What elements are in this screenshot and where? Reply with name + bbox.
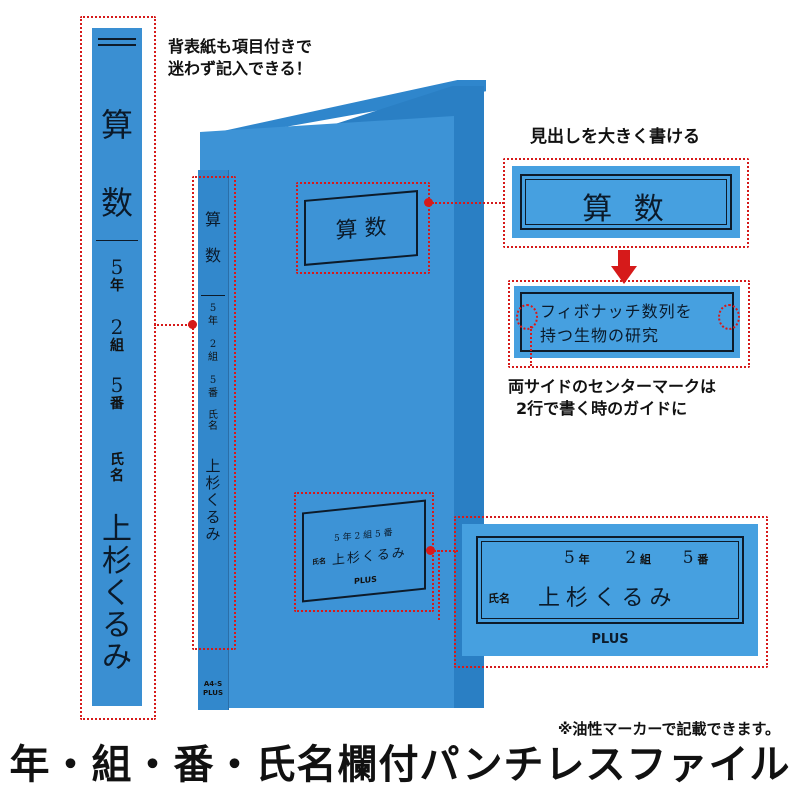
label-zoom: 5 年 2 組 5 番 氏名 上杉くるみ PLUS — [462, 524, 758, 656]
label-zoom-brand: PLUS — [591, 632, 629, 647]
label-connector-line-2 — [438, 550, 464, 620]
folder-spine-divider — [201, 295, 225, 296]
label-zoom-plate: 5 年 2 組 5 番 氏名 上杉くるみ — [476, 536, 744, 624]
label-zoom-class-number: 2 — [625, 548, 637, 568]
label-zoom-number-label: 番 — [697, 553, 709, 566]
spine-top-rule-2 — [98, 44, 136, 46]
folder-title-callout-frame — [296, 182, 430, 274]
big-title-note: 見出しを大きく書ける — [530, 127, 700, 147]
spine-connector-line — [154, 324, 190, 326]
label-zoom-callout-frame — [454, 516, 768, 668]
big-title-zoom: 算 数 — [512, 166, 740, 238]
label-zoom-class-label: 組 — [640, 553, 652, 566]
folder-spine-class-label: 組 — [208, 352, 218, 363]
spine-number: 5 番 — [92, 374, 142, 412]
two-line-example-line-1: フィボナッチ数列を — [540, 302, 693, 321]
folder-spine-subject-char-2: 数 — [204, 246, 221, 265]
title-connector-line — [432, 202, 504, 204]
folder-spine-name-value: 上杉くるみ — [205, 457, 221, 543]
big-title-plate: 算 数 — [520, 174, 732, 230]
folder-title-connector-dot — [424, 198, 433, 207]
big-title-text: 算 数 — [582, 192, 670, 227]
folder-spine: 算 数 5 年 2 組 5 番 氏名 上杉くるみ A4-S PLUS — [198, 170, 229, 710]
folder-spine-grade-number: 5 — [209, 303, 217, 314]
folder-spine-callout-frame — [192, 176, 236, 650]
folder-spine-fields: 5 年 2 組 5 番 氏名 — [198, 302, 228, 432]
spine-class: 2 組 — [92, 316, 142, 354]
label-zoom-grade-label: 年 — [578, 553, 590, 566]
folder-spine-brand: PLUS — [202, 689, 224, 697]
spine-grade-label: 年 — [110, 278, 124, 294]
spine-number-label: 番 — [110, 396, 124, 412]
spine-subject-char-2: 数 — [100, 184, 133, 222]
spine-note-line-2: 迷わず記入できる！ — [168, 59, 312, 78]
headline: 年・組・番・氏名欄付パンチレスファイル — [9, 742, 791, 788]
folder-spine-grade-label: 年 — [208, 316, 218, 327]
spine-callout-frame — [80, 16, 156, 720]
folder-spine-class-number: 2 — [209, 339, 217, 350]
spine-number-value: 5 — [110, 373, 124, 397]
spine-note-line-1: 背表紙も項目付きで — [168, 37, 313, 56]
label-zoom-name-value: 上杉くるみ — [538, 586, 678, 611]
folder-spine-number-label: 番 — [208, 388, 218, 399]
spine-note: 背表紙も項目付きで 迷わず記入できる！ — [168, 36, 368, 80]
center-mark-pointer — [530, 326, 544, 366]
spine-zoom: 算 数 5 年 2 組 5 番 氏名 上杉くるみ — [92, 28, 142, 706]
center-mark-note-line-1: 両サイドのセンターマークは — [508, 377, 717, 396]
folder-spine-model-text: A4-S — [203, 680, 223, 688]
spine-grade-number: 5 — [110, 255, 124, 279]
folder-spine-subject: 算 数 — [198, 202, 228, 274]
spine-subject-char-1: 算 — [100, 106, 133, 144]
two-line-callout-frame — [508, 280, 750, 368]
spine-class-label: 組 — [110, 338, 124, 354]
spine-class-number: 2 — [110, 315, 124, 339]
label-connector-line — [434, 550, 458, 552]
spine-name-label: 氏名 — [110, 452, 124, 484]
two-line-zoom: フィボナッチ数列を 持つ生物の研究 — [514, 286, 740, 358]
folder-spine-number-value: 5 — [209, 375, 217, 386]
folder-spine-connector-dot — [188, 320, 197, 329]
label-zoom-grade-number: 5 — [564, 548, 575, 568]
big-title-plate-inner — [525, 179, 727, 225]
two-line-example-line-2: 持つ生物の研究 — [540, 326, 660, 345]
label-zoom-fields: 5 年 2 組 5 番 — [564, 548, 708, 568]
folder-label-callout-frame — [294, 492, 434, 612]
center-mark-left-highlight — [516, 304, 538, 330]
big-title-callout-frame — [503, 158, 749, 248]
marker-note: ※油性マーカーで記載できます。 — [557, 720, 780, 738]
label-zoom-name-label: 氏名 — [488, 592, 510, 605]
spine-top-rule — [98, 38, 136, 40]
center-mark-note-line-2: 2行で書く時のガイドに — [516, 399, 688, 418]
folder-front-cover — [200, 116, 454, 708]
spine-name-value: 上杉くるみ — [102, 512, 132, 675]
folder-label-connector-dot — [426, 546, 435, 555]
label-zoom-number-value: 5 — [682, 548, 694, 568]
down-arrow-icon — [611, 250, 637, 284]
two-line-plate: フィボナッチ数列を 持つ生物の研究 — [520, 292, 734, 352]
spine-grade: 5 年 — [92, 256, 142, 294]
folder-spine-subject-char-1: 算 — [204, 210, 221, 229]
label-zoom-plate-inner — [481, 541, 739, 619]
folder-spine-name-label: 氏名 — [208, 410, 218, 432]
spine-divider — [96, 240, 138, 241]
center-mark-note: 両サイドのセンターマークは 2行で書く時のガイドに — [508, 376, 778, 420]
folder-spine-model: A4-S PLUS — [198, 680, 228, 698]
center-mark-right-highlight — [718, 304, 740, 330]
